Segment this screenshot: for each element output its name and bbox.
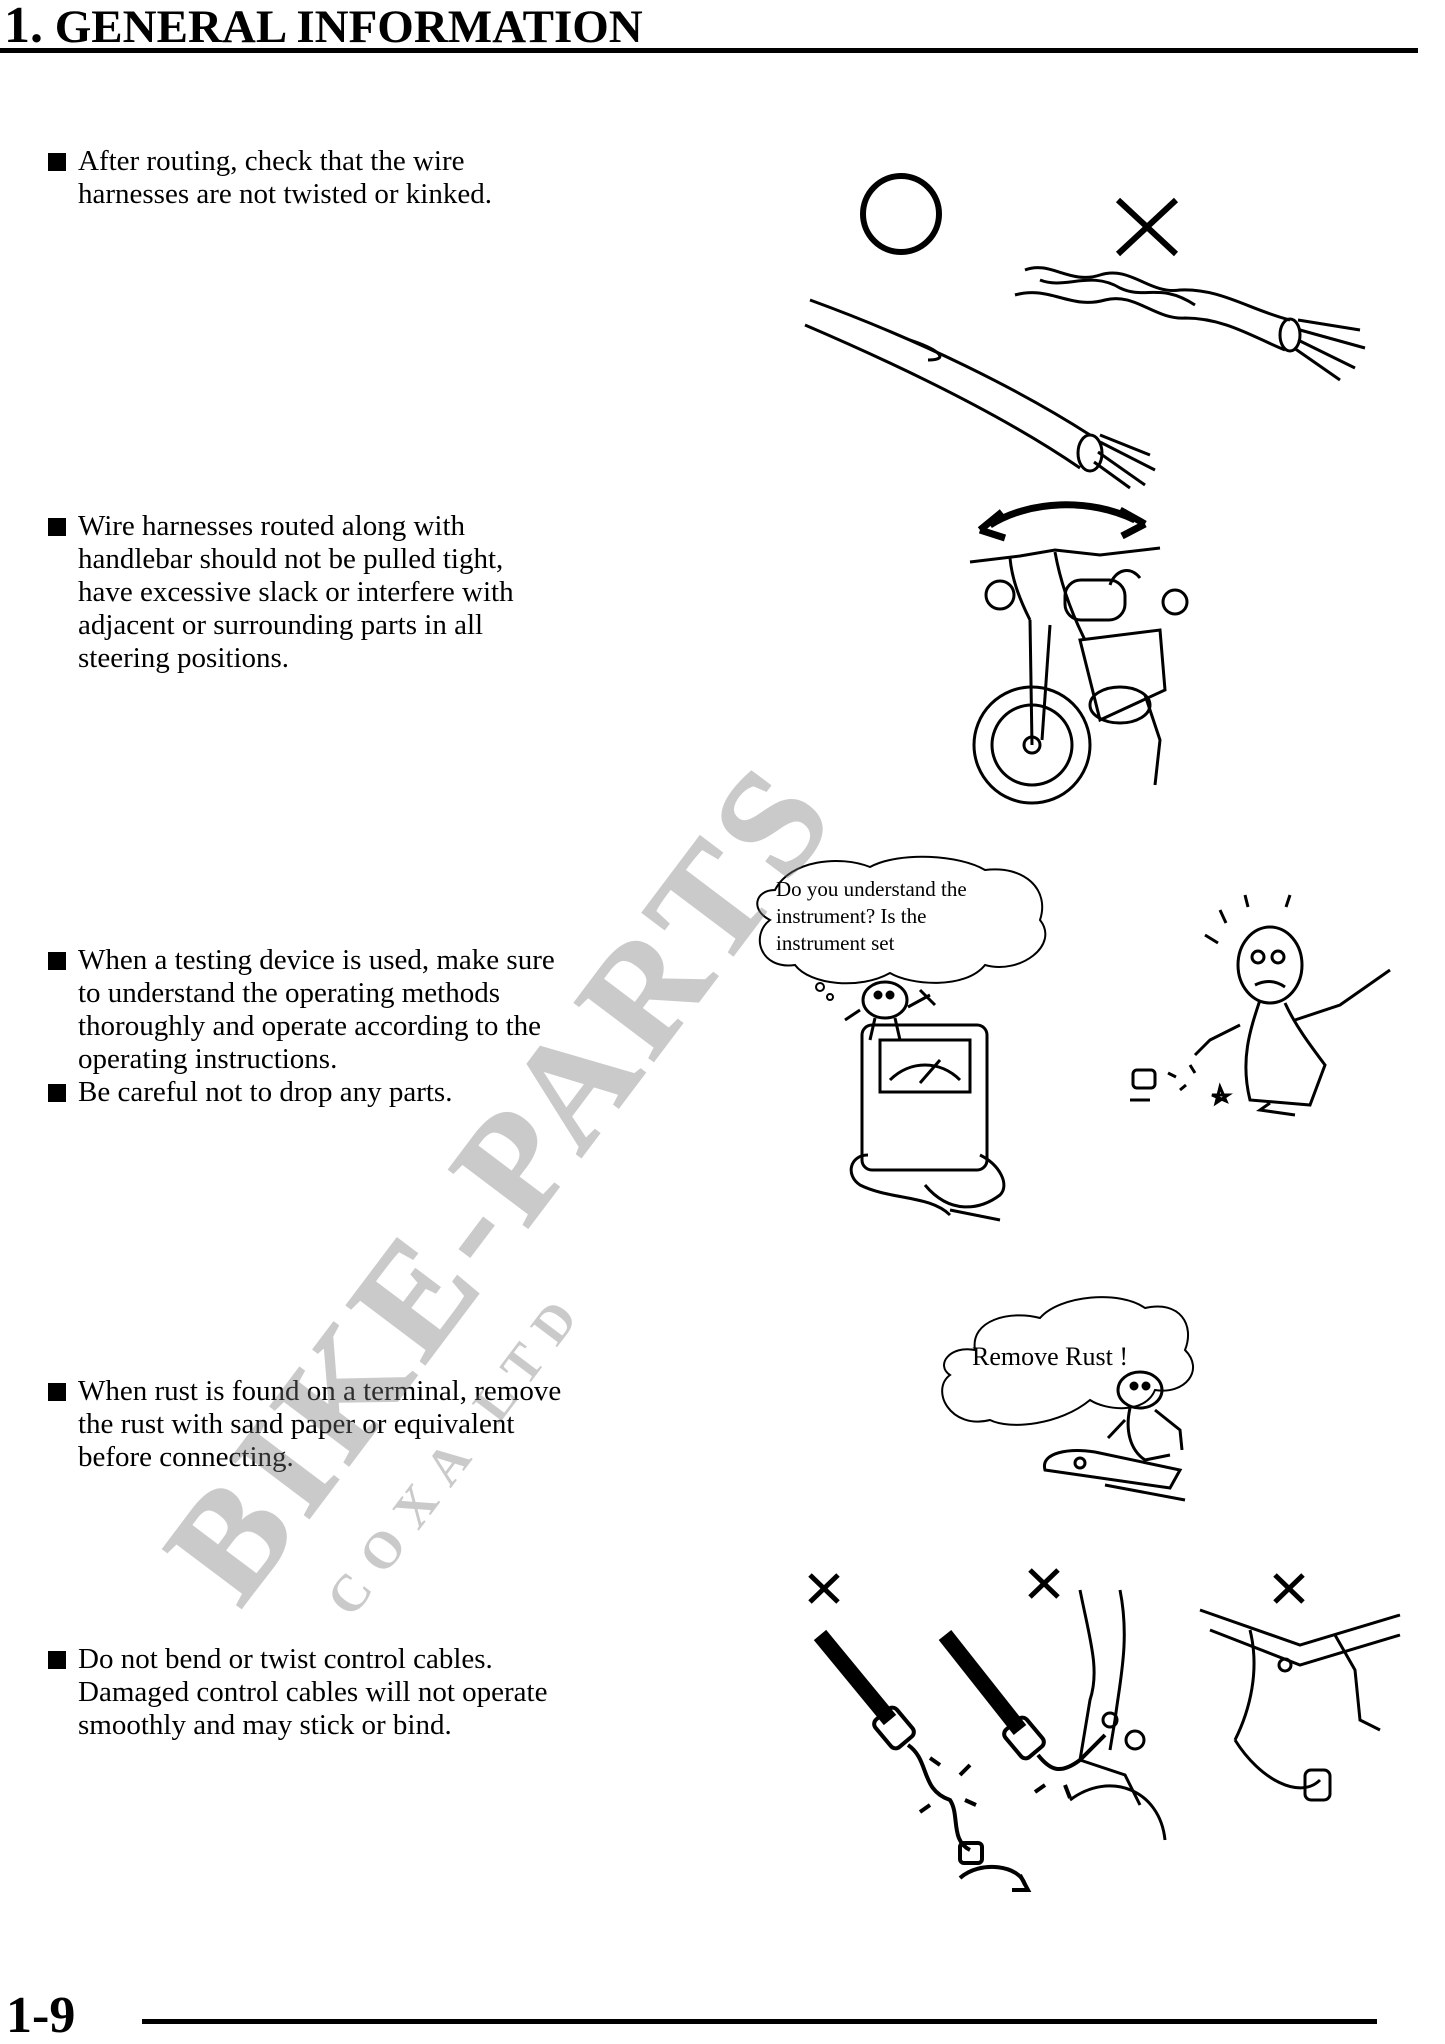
- bullet-text: Do not bend or twist control cables. Dam…: [78, 1643, 548, 1741]
- bullet-text: When a testing device is used, make sure…: [78, 944, 555, 1075]
- bullet-item: When rust is found on a terminal, remove…: [48, 1375, 561, 1474]
- bullet-square-icon: [48, 1084, 66, 1102]
- instruction-handlebar-harness: Wire harnesses routed along with handleb…: [48, 510, 514, 675]
- section-title: GENERAL INFORMATION: [54, 1, 643, 53]
- bullet-square-icon: [48, 1383, 66, 1401]
- rust-removal-illustration: [941, 1296, 1195, 1502]
- steering-arrow-icon: [977, 501, 1147, 542]
- instruction-testing-device: When a testing device is used, make sure…: [48, 944, 555, 1109]
- thought-bubble-instrument: [756, 855, 1047, 1001]
- section-number: 1.: [4, 0, 43, 54]
- testing-device-illustration: [756, 855, 1391, 1222]
- motorcycle-icon: [969, 546, 1189, 805]
- terminal-icon: [1043, 1449, 1186, 1502]
- bullet-item: When a testing device is used, make sure…: [48, 944, 555, 1076]
- twisted-cable-icon: [813, 1629, 1032, 1892]
- rust-bubble-text: Remove Rust !: [972, 1342, 1128, 1371]
- cable-frame-icon: [1199, 1608, 1401, 1802]
- page-number: 1-9: [6, 1987, 76, 2044]
- footer-rule: [142, 2019, 1377, 2024]
- straight-harness-icon: [804, 298, 1156, 490]
- ng-cross-icon: [808, 1568, 1305, 1604]
- instrument-bubble-text: Do you understand the instrument? Is the…: [776, 877, 967, 955]
- mascot-on-meter-icon: [844, 980, 937, 1041]
- bullet-item: Do not bend or twist control cables. Dam…: [48, 1643, 547, 1742]
- bullet-square-icon: [48, 1651, 66, 1669]
- control-cable-illustration: [808, 1568, 1401, 1892]
- bullet-item: After routing, check that the wire harne…: [48, 145, 492, 211]
- dropping-mascot-icon: [1193, 894, 1391, 1117]
- thought-bubble-rust: [941, 1296, 1195, 1426]
- dropped-part-icon: [1130, 1064, 1233, 1107]
- instruction-control-cables: Do not bend or twist control cables. Dam…: [48, 1643, 547, 1742]
- mascot-sanding-icon: [1106, 1370, 1184, 1462]
- bullet-text: When rust is found on a terminal, remove…: [78, 1375, 562, 1473]
- bullet-text: After routing, check that the wire harne…: [78, 145, 492, 210]
- multimeter-icon: [849, 1023, 1006, 1222]
- bullet-text: Wire harnesses routed along with handleb…: [78, 510, 514, 674]
- bullet-item: Wire harnesses routed along with handleb…: [48, 510, 514, 675]
- page-title: 1. GENERAL INFORMATION: [4, 0, 643, 53]
- motorcycle-steering-illustration: [969, 501, 1189, 805]
- bullet-item: Be careful not to drop any parts.: [48, 1076, 555, 1109]
- bullet-square-icon: [48, 952, 66, 970]
- pinched-cable-icon: [1069, 1589, 1167, 1841]
- instruction-wire-twist: After routing, check that the wire harne…: [48, 145, 492, 211]
- instruction-rust: When rust is found on a terminal, remove…: [48, 1375, 561, 1474]
- bent-cable-icon: [938, 1630, 1107, 1799]
- twisted-harness-icon: [1014, 266, 1366, 382]
- wire-harness-illustration: [804, 173, 1366, 490]
- ok-circle-icon: [860, 173, 942, 255]
- header-rule: [0, 48, 1418, 53]
- bullet-text: Be careful not to drop any parts.: [78, 1076, 453, 1108]
- bullet-square-icon: [48, 518, 66, 536]
- bullet-square-icon: [48, 153, 66, 171]
- ng-cross-icon: [1115, 197, 1179, 257]
